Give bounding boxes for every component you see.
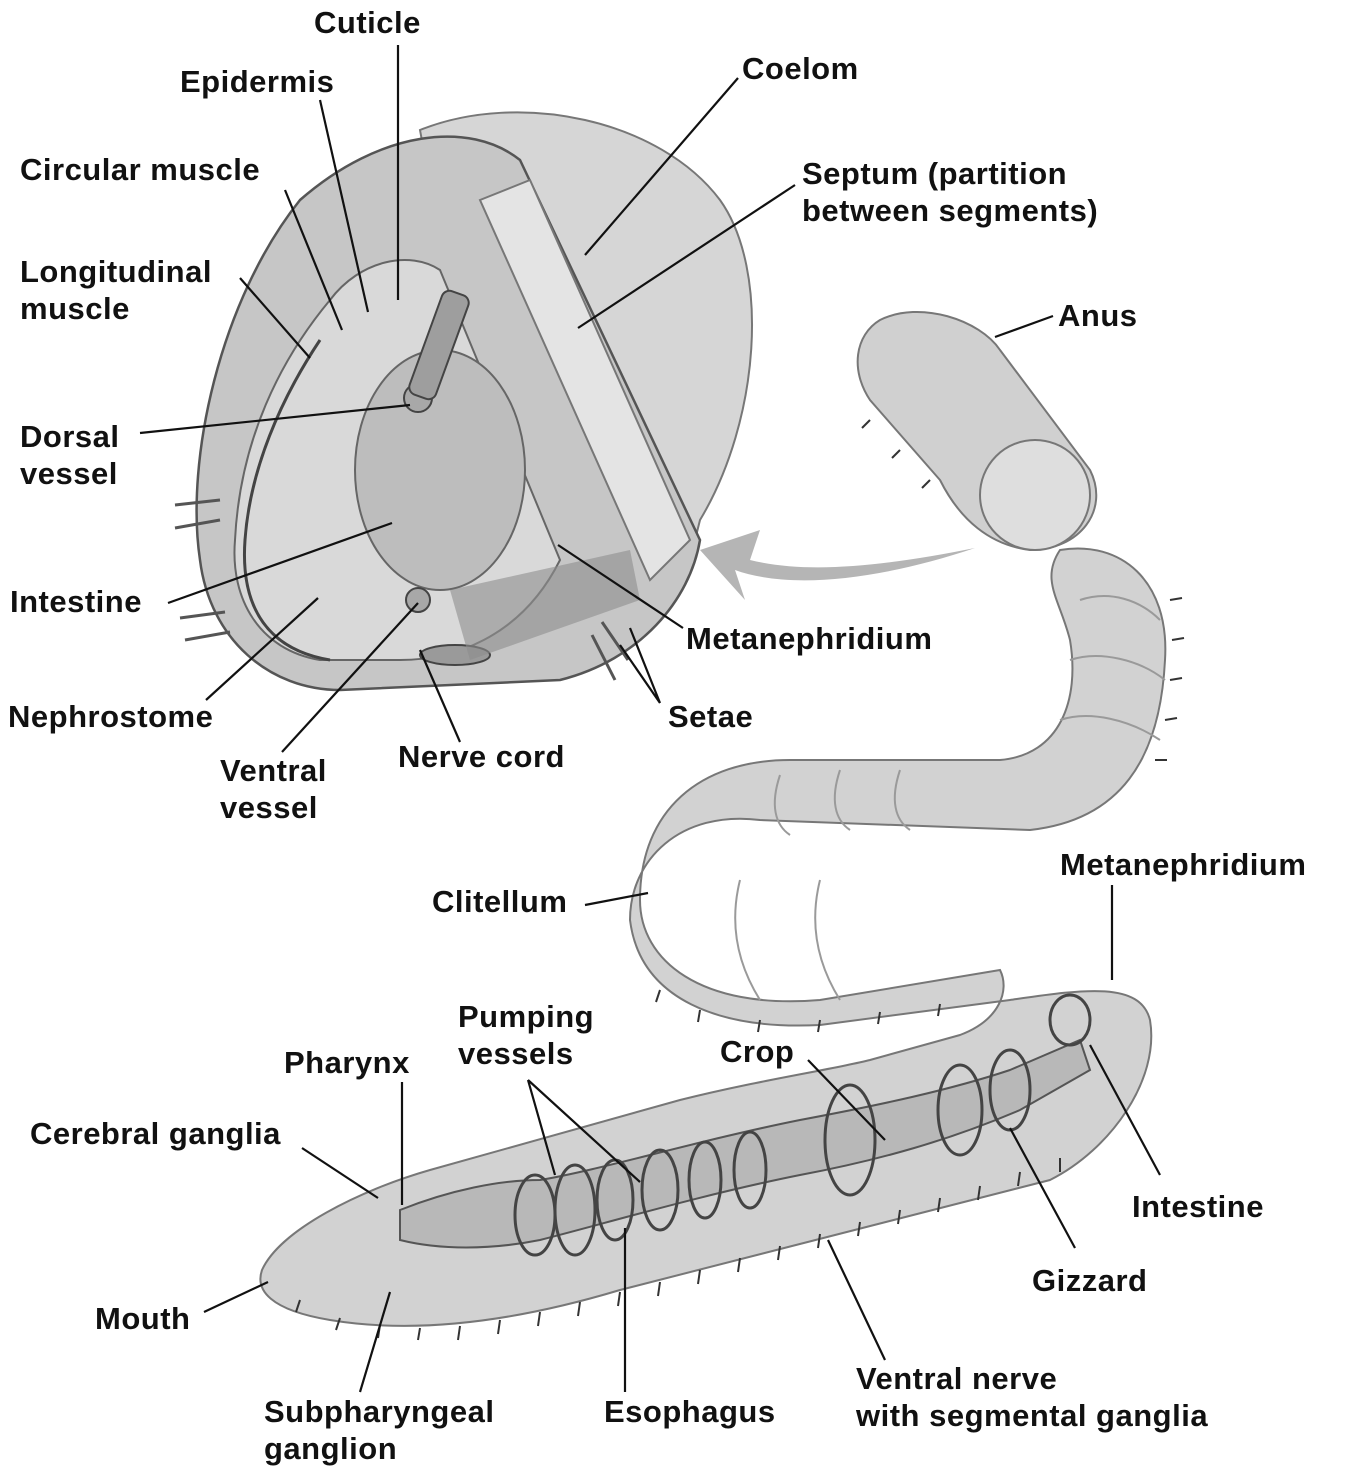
label-dorsal-vessel-line1: Dorsal — [20, 418, 119, 455]
label-dorsal-vessel-line2: vessel — [20, 455, 119, 492]
ventral-vessel-shape — [406, 588, 430, 612]
label-esophagus: Esophagus — [604, 1393, 776, 1430]
zoom-arrow — [700, 530, 975, 600]
label-circular-muscle: Circular muscle — [20, 151, 260, 188]
label-septum-line2: between segments) — [802, 192, 1098, 229]
worm-tail-end — [980, 440, 1090, 550]
label-intestine-body: Intestine — [1132, 1188, 1264, 1225]
label-longitudinal-muscle: Longitudinal muscle — [20, 253, 212, 327]
label-clitellum: Clitellum — [432, 883, 567, 920]
label-nerve-cord: Nerve cord — [398, 738, 565, 775]
label-dorsal-vessel: Dorsal vessel — [20, 418, 119, 492]
leader-anus — [995, 316, 1053, 337]
label-subpharyngeal-line2: ganglion — [264, 1430, 494, 1467]
label-ventral-nerve: Ventral nerve with segmental ganglia — [856, 1360, 1208, 1434]
label-pumping-vessels-line2: vessels — [458, 1035, 594, 1072]
label-cerebral-ganglia: Cerebral ganglia — [30, 1115, 281, 1152]
leader-mouth — [204, 1282, 268, 1312]
label-ventral-nerve-line2: with segmental ganglia — [856, 1397, 1208, 1434]
label-metanephridium-body: Metanephridium — [1060, 846, 1306, 883]
label-pumping-vessels: Pumping vessels — [458, 998, 594, 1072]
label-longitudinal-muscle-line1: Longitudinal — [20, 253, 212, 290]
label-epidermis: Epidermis — [180, 63, 334, 100]
label-mouth: Mouth — [95, 1300, 190, 1337]
label-septum: Septum (partition between segments) — [802, 155, 1098, 229]
label-anus: Anus — [1058, 297, 1138, 334]
label-ventral-vessel-line2: vessel — [220, 789, 327, 826]
label-pumping-vessels-line1: Pumping — [458, 998, 594, 1035]
leader-ventral-nerve — [828, 1240, 885, 1360]
label-pharynx: Pharynx — [284, 1044, 410, 1081]
label-gizzard: Gizzard — [1032, 1262, 1147, 1299]
cross-section-illustration — [175, 112, 752, 690]
label-nephrostome: Nephrostome — [8, 698, 213, 735]
label-ventral-vessel-line1: Ventral — [220, 752, 327, 789]
label-subpharyngeal-ganglion: Subpharyngeal ganglion — [264, 1393, 494, 1467]
label-setae: Setae — [668, 698, 753, 735]
label-cuticle: Cuticle — [314, 4, 421, 41]
label-ventral-nerve-line1: Ventral nerve — [856, 1360, 1208, 1397]
label-intestine-cross: Intestine — [10, 583, 142, 620]
label-metanephridium-cross: Metanephridium — [686, 620, 932, 657]
leader-cerebral-ganglia — [302, 1148, 378, 1198]
label-ventral-vessel: Ventral vessel — [220, 752, 327, 826]
label-septum-line1: Septum (partition — [802, 155, 1098, 192]
label-coelom: Coelom — [742, 50, 859, 87]
label-subpharyngeal-line1: Subpharyngeal — [264, 1393, 494, 1430]
label-crop: Crop — [720, 1033, 794, 1070]
label-longitudinal-muscle-line2: muscle — [20, 290, 212, 327]
